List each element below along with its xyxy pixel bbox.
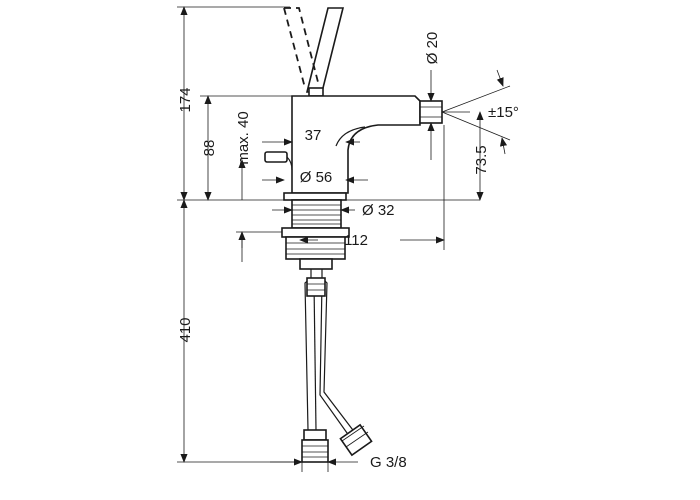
dimension-reach: 112 <box>344 232 368 249</box>
dimension-swivel-angle: ±15° <box>488 104 519 121</box>
lever-handle-alternate-position <box>283 7 320 89</box>
supply-hoses <box>301 269 373 463</box>
dimension-total-height: 174 <box>177 87 194 112</box>
dimension-outlet-diameter: Ø 20 <box>424 32 441 65</box>
outlet-nozzle <box>419 100 443 124</box>
dimension-shank-diameter: Ø 32 <box>362 202 395 219</box>
dimension-connection-thread: G 3/8 <box>370 454 407 471</box>
pop-up-knob <box>264 151 288 163</box>
hose-nut-left <box>301 439 329 463</box>
lever-hinge <box>308 87 324 97</box>
dimension-labels: 174 410 88 max. 40 37 Ø 56 Ø 20 ±15° 73.… <box>177 32 519 471</box>
spout-curve <box>335 126 366 147</box>
dimension-hose-length: 410 <box>177 317 194 342</box>
threaded-shank <box>291 199 342 229</box>
dimension-spout-depth: 37 <box>305 127 322 144</box>
hose-fitting-left <box>303 429 327 441</box>
dimension-spout-height: 88 <box>201 140 218 157</box>
dimension-lines <box>177 6 511 472</box>
base-plate <box>283 192 347 201</box>
dimension-max-projection: max. 40 <box>235 111 252 164</box>
lever-handle <box>305 7 345 93</box>
dimension-base-diameter: Ø 56 <box>300 169 333 186</box>
dimension-outlet-height: 73.5 <box>473 145 490 174</box>
mounting-nut <box>281 227 350 270</box>
